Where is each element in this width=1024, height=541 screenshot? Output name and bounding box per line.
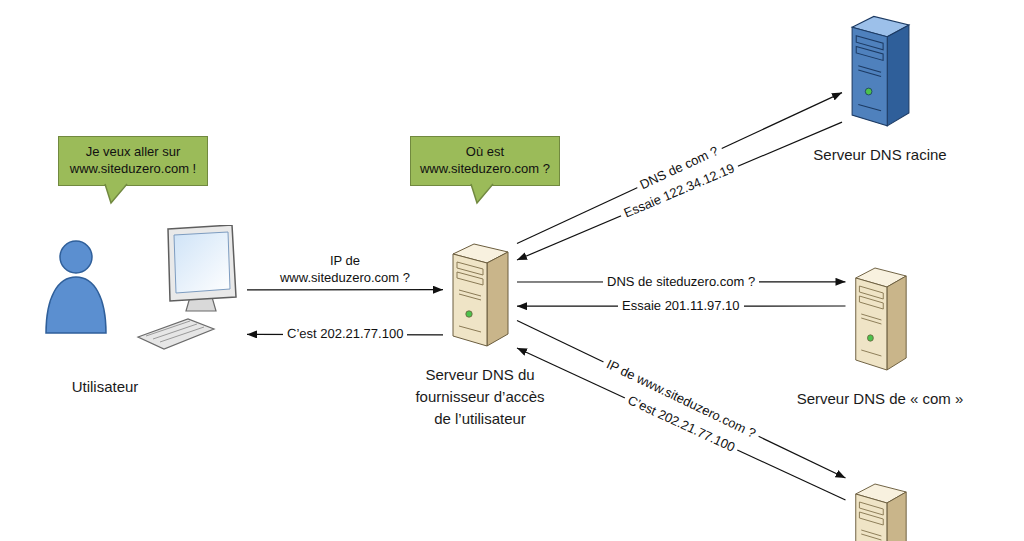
node-label: Serveur DNS du fournisseur d’accès de l’…: [405, 364, 555, 429]
isp-dns-server: Serveur DNS du fournisseur d’accès de l’…: [390, 238, 570, 429]
server-icon: [849, 10, 911, 128]
server-icon: [853, 262, 908, 372]
user-computer: Utilisateur: [40, 225, 250, 398]
speech-bubble: Je veux aller sur www.siteduzero.com !: [58, 136, 208, 186]
message-label: C’est 202.21.77.100: [283, 326, 407, 343]
speech-bubble: Où est www.siteduzero.com ?: [410, 136, 560, 186]
message-label: DNS de siteduzero.com ?: [603, 274, 759, 290]
node-label: Serveur DNS racine: [790, 144, 970, 166]
message-arrow: [517, 93, 842, 244]
message-label: IP de www.siteduzero.com ?: [266, 253, 424, 286]
message-arrow: [247, 289, 443, 290]
message-arrow: [517, 122, 842, 260]
server-icon: [853, 478, 908, 541]
server-icon: [450, 238, 510, 348]
message-arrow: [517, 348, 846, 500]
node-label: Utilisateur: [40, 376, 170, 398]
site-dns-server: [770, 478, 990, 541]
root-dns-server: Serveur DNS racine: [790, 10, 970, 166]
bubble-tail: [105, 184, 129, 204]
bubble-text: Je veux aller sur www.siteduzero.com !: [67, 144, 199, 178]
bubble-tail: [471, 184, 495, 204]
user-computer-icon: [40, 225, 240, 360]
bubble-text: Où est www.siteduzero.com ?: [419, 144, 551, 178]
com-dns-server: Serveur DNS de « com »: [770, 262, 990, 410]
message-label: Essaie 201.11.97.10: [618, 298, 744, 314]
message-arrow: [517, 321, 846, 479]
node-label: Serveur DNS de « com »: [770, 388, 990, 410]
